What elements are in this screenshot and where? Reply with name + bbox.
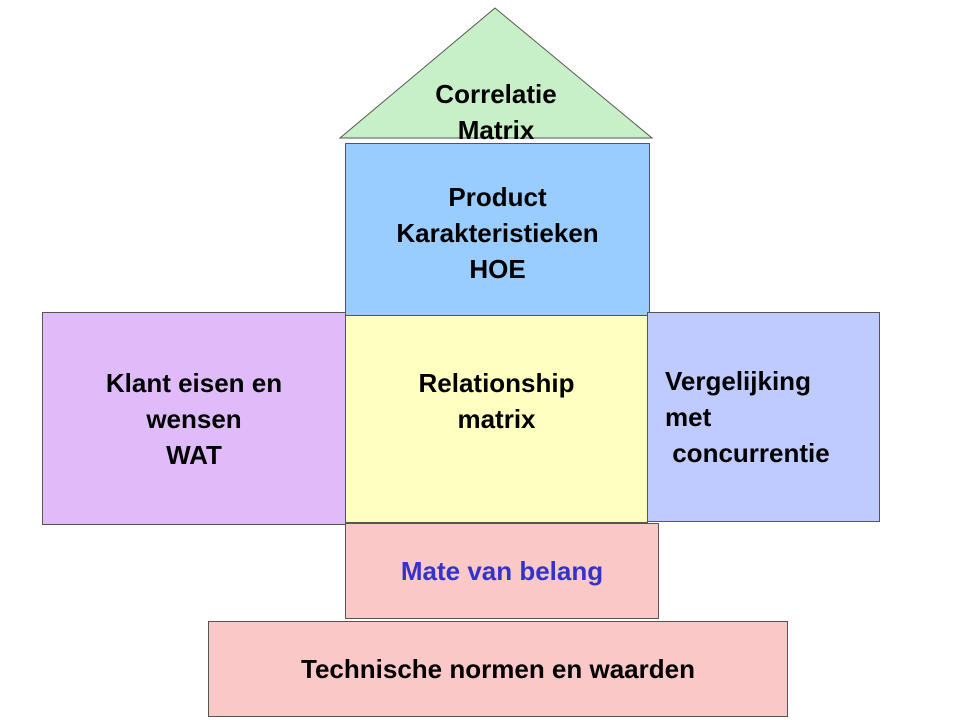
requirements-line-2: wensen <box>146 403 242 434</box>
correlation-matrix-label: Correlatie Matrix <box>340 76 652 148</box>
customer-requirements-box: Klant eisen en wensen WAT <box>42 312 346 525</box>
correlation-line-2: Matrix <box>457 115 535 145</box>
technical-norms-box: Technische normen en waarden <box>208 621 788 717</box>
technical-norms-label: Technische normen en waarden <box>301 654 695 684</box>
importance-box: Mate van belang <box>345 523 659 619</box>
correlation-roof-shape <box>338 7 654 139</box>
requirements-line-3: WAT <box>166 439 222 470</box>
product-characteristics-box: Product Karakteristieken HOE <box>345 143 650 316</box>
importance-label: Mate van belang <box>400 556 604 586</box>
comparison-line-2: met <box>665 402 712 432</box>
competitor-comparison-box: Vergelijking met concurrentie <box>647 312 880 522</box>
relationship-line-2: matrix <box>457 404 536 434</box>
characteristics-line-1: Product <box>448 181 547 212</box>
requirements-line-1: Klant eisen en <box>105 367 283 398</box>
relationship-line-1: Relationship <box>418 368 575 398</box>
correlation-line-1: Correlatie <box>435 79 557 109</box>
characteristics-line-2: Karakteristieken <box>396 217 599 248</box>
comparison-line-1: Vergelijking <box>665 366 811 396</box>
relationship-matrix-box: Relationship matrix <box>345 315 648 523</box>
comparison-line-3: concurrentie <box>665 438 830 468</box>
characteristics-line-3: HOE <box>469 253 526 284</box>
